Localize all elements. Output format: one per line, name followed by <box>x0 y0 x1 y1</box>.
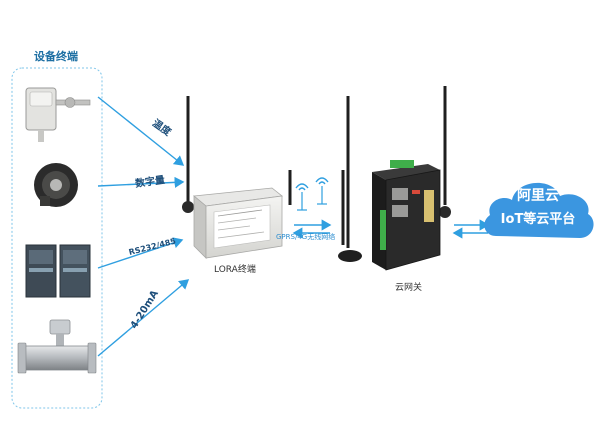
lora-terminal-label: LORA终端 <box>214 265 256 275</box>
wireless-signal-icon <box>295 177 329 211</box>
temperature-arrow <box>97 96 185 166</box>
cloud-gateway-image <box>372 160 441 271</box>
wireless-network-label: GPRS/4G无线网络 <box>276 233 336 241</box>
cloud-platform-icon <box>484 182 594 238</box>
lora-terminal-image <box>182 96 292 259</box>
cloud-platform-title: 阿里云 <box>517 188 559 204</box>
encoder-device-image <box>34 163 78 207</box>
device-group-border <box>11 67 103 409</box>
flow-meter-image <box>17 319 97 374</box>
digital-arrow <box>97 176 185 188</box>
device-group-title: 设备终端 <box>34 50 78 63</box>
current-arrow <box>97 279 190 357</box>
cloud-platform-subtitle: IoT等云平台 <box>500 212 576 227</box>
temperature-sensor-image <box>25 87 91 142</box>
rs485-arrow <box>97 237 184 269</box>
plc-modules-image <box>25 244 91 298</box>
cloud-gateway-label: 云网关 <box>395 283 423 293</box>
gateway-antennas-image <box>338 86 451 262</box>
